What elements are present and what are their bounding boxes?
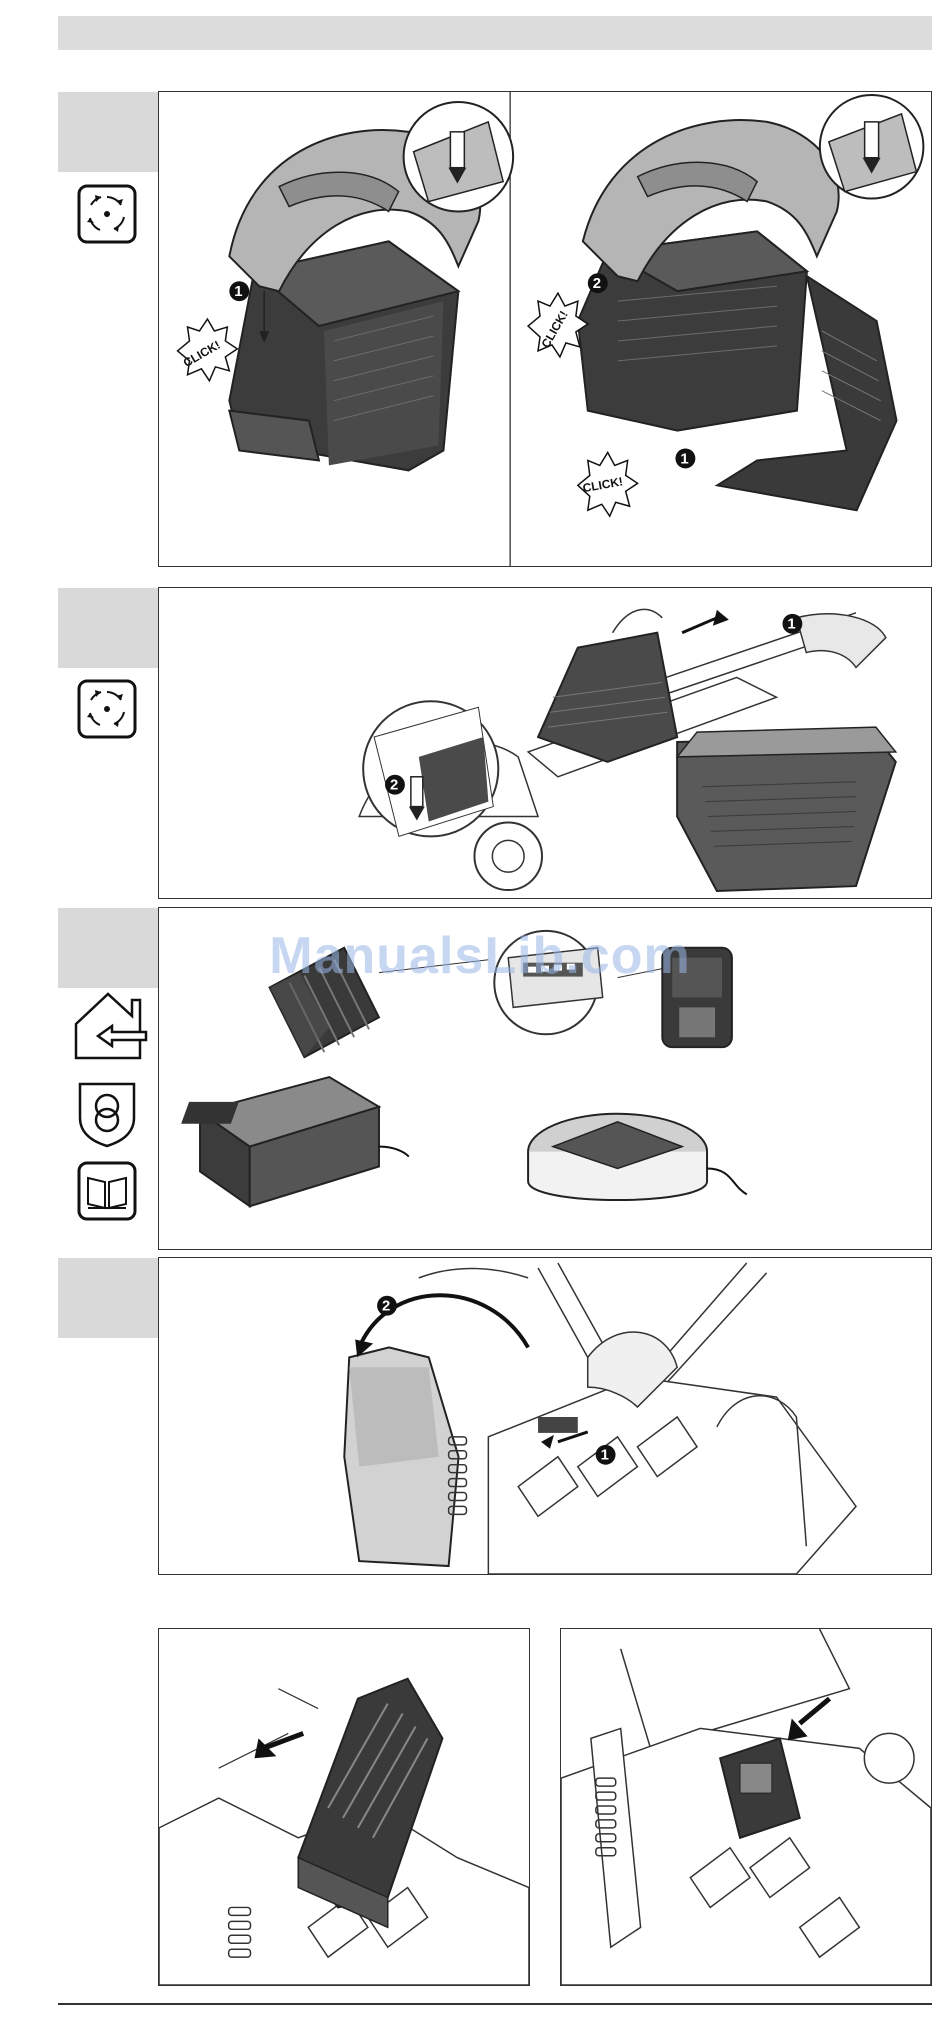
read-manual-book-icon [76, 1160, 138, 1222]
step-1-callout: 1 [234, 283, 242, 300]
battery-charger-round-illustration [528, 1114, 747, 1200]
battery-charger-rectangular-illustration [181, 1077, 409, 1206]
header-bar [58, 16, 932, 50]
battery-latch-illustration [561, 1629, 931, 1985]
step-1-callout-right: 1 [680, 450, 688, 467]
step-tab-2 [58, 588, 160, 668]
step-tab-3 [58, 908, 160, 988]
safety-transformer-shield-icon [76, 1078, 138, 1148]
assembly-figure-panel: 1 CLICK! 2 CLICK! [158, 91, 932, 567]
grass-basket-illustration-right: 2 CLICK! 1 CLICK! [528, 95, 923, 516]
battery-latch-figure-panel [560, 1628, 932, 1986]
watermark: ManualsLib.com [260, 926, 700, 986]
mower-illustration: 1 2 [359, 609, 896, 891]
blade-rotation-icon [76, 678, 138, 740]
step-1-callout-box: 1 [787, 617, 795, 633]
indoor-use-house-icon [68, 988, 148, 1064]
footer-rule [58, 2003, 932, 2005]
battery-insert-figure-panel [158, 1628, 530, 1986]
step-2-callout-cover: 2 [382, 1299, 390, 1315]
step-tab-1 [58, 92, 160, 172]
step-tab-4 [58, 1258, 160, 1338]
step-2-callout-box: 2 [390, 778, 398, 794]
battery-cover-illustration: 2 1 [344, 1263, 856, 1574]
battery-insert-illustration [159, 1679, 529, 1985]
battery-cover-figure-panel: 2 1 [158, 1257, 932, 1575]
grass-basket-illustration-left: 1 CLICK! [178, 102, 514, 470]
step-2-callout-right: 2 [593, 275, 601, 292]
blade-rotation-icon [76, 183, 138, 245]
step-1-callout-cover: 1 [601, 1448, 609, 1464]
mower-grassbox-figure-panel: 1 2 [158, 587, 932, 899]
